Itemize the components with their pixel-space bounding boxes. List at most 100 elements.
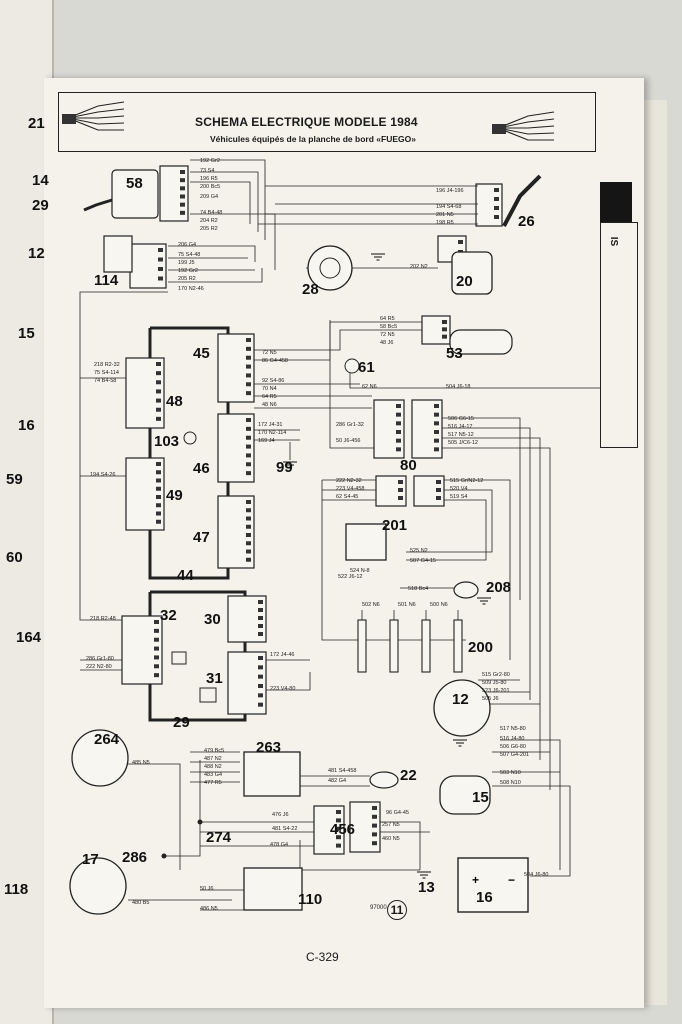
component-label-48: 48 (166, 393, 183, 410)
wire-label: 222 N2-32 (336, 478, 362, 484)
wire-label: 218 R2-32 (94, 362, 120, 368)
wire-label: 485 N5 (132, 760, 150, 766)
wire-label: 170 N2-114 (258, 430, 286, 436)
wire-label: 50 J6 (200, 886, 213, 892)
wire-label: 198 R5 (436, 220, 454, 226)
fuse-element (171, 651, 187, 665)
wire-label: 519 S4 (450, 494, 467, 500)
alternator-12-body (433, 679, 491, 737)
wire-label: 50 J6-456 (336, 438, 360, 444)
connector-47 (217, 495, 255, 569)
switch-208-body (453, 581, 479, 599)
wire-label: 205 R2 (178, 276, 196, 282)
component-label-286: 286 (122, 849, 147, 866)
wire-label: 505 J6 (482, 696, 499, 702)
component-label-80: 80 (400, 457, 417, 474)
wire-label: 222 N2-80 (86, 664, 112, 670)
component-label-274: 274 (206, 829, 232, 846)
wire-label: 487 N2 (204, 756, 222, 762)
wire-label: 516 J4-17 (448, 424, 472, 430)
wire-label: 518 Bc4 (408, 586, 428, 592)
wire-label: 257 N5 (382, 822, 400, 828)
component-label-12: 12 (452, 691, 469, 708)
wire-label: 92 S4-86 (262, 378, 284, 384)
wire-label: 72 N5 (380, 332, 395, 338)
wire-label: 209 G4 (200, 194, 218, 200)
component-label-103: 103 (154, 433, 179, 450)
wire-label: 517 N5-80 (500, 726, 526, 732)
page-title: SCHEMA ELECTRIQUE MODELE 1984 (195, 115, 418, 129)
wire-label: 501 N6 (398, 602, 416, 608)
wire-label: 196 J4-196 (436, 188, 464, 194)
blower-28-icon (307, 245, 353, 291)
wire-label: 223 V4-458 (336, 486, 364, 492)
sensor-61-icon (344, 358, 360, 374)
wire-label: 75 S4-114 (94, 370, 119, 376)
wire-label: 73 S4 (200, 168, 214, 174)
wire-label: 481 S4-458 (328, 768, 356, 774)
header-box (58, 92, 596, 152)
wire-label: 504 J6-18 (446, 384, 470, 390)
component-label-114: 114 (94, 272, 119, 289)
wire-label: 286 Gr1-80 (86, 656, 114, 662)
component-label-208: 208 (486, 579, 511, 596)
wire-label: 196 R5 (200, 176, 218, 182)
previous-page-label: 29 (32, 197, 49, 214)
wire-label: 503 N10 (500, 770, 521, 776)
previous-page-label: 60 (6, 549, 23, 566)
wire-label: 502 N6 (362, 602, 380, 608)
page-subtitle: Véhicules équipés de la planche de bord … (210, 134, 416, 144)
wire-label: 509 J5-80 (482, 680, 506, 686)
component-label-47: 47 (193, 529, 210, 546)
component-label-263: 263 (256, 739, 281, 756)
component-label-16: 16 (476, 889, 493, 906)
page-number: C-329 (306, 950, 339, 964)
component-label-30: 30 (204, 611, 221, 628)
section-tab (600, 222, 638, 448)
wire-label: 507 G4-15 (410, 558, 436, 564)
wire-label: 48 J6 (380, 340, 393, 346)
wire-label: 194 S4-26 (90, 472, 115, 478)
sensor-53-body (449, 329, 513, 355)
switch-58-body (111, 169, 159, 219)
component-label-28: 28 (302, 281, 319, 298)
component-label-49: 49 (166, 487, 183, 504)
previous-page-label: 15 (18, 325, 35, 342)
component-label-53: 53 (446, 345, 463, 362)
battery-minus-sign: − (508, 873, 515, 887)
wire-label: 482 G4 (328, 778, 346, 784)
component-label-200: 200 (468, 639, 493, 656)
wire-label: 62 S4-45 (336, 494, 358, 500)
previous-page-label: 164 (16, 629, 42, 646)
wire-label: 204 R2 (200, 218, 218, 224)
starter-15-body (439, 775, 491, 815)
junction-274 (197, 819, 203, 825)
component-label-32: 32 (160, 607, 177, 624)
blower-28-hub (319, 257, 341, 279)
relay-114-body (103, 235, 133, 273)
wire-label: 170 N2-46 (178, 286, 204, 292)
wire-label: 223 V4-80 (270, 686, 295, 692)
wire-label: 70 N4 (262, 386, 277, 392)
previous-page-label: 59 (6, 471, 23, 488)
battery-16-body (457, 857, 529, 913)
wire-label: 517 N5-12 (448, 432, 474, 438)
wire-label: 480 B5 (132, 900, 149, 906)
wire-label: 202 N2 (410, 264, 428, 270)
wire-label: 515 Gr/N2-12 (450, 478, 483, 484)
relay-201-body (345, 523, 387, 561)
component-label-110: 110 (298, 891, 322, 908)
wire-label: 524 N-8 (350, 568, 370, 574)
component-label-99: 99 (276, 459, 293, 476)
wire-label: 481 S4-22 (272, 826, 297, 832)
section-tab-marker (600, 182, 632, 222)
component-label-15: 15 (472, 789, 489, 806)
battery-plus-sign: + (472, 873, 479, 887)
wire-label: 192 Gr2 (178, 268, 198, 274)
glow-plug-200-1 (357, 619, 367, 673)
wire-label: 172 J4-46 (270, 652, 294, 658)
wire-label: 74 B4-58 (94, 378, 116, 384)
component-label-13: 13 (418, 879, 435, 896)
previous-page-label: 12 (28, 245, 45, 262)
